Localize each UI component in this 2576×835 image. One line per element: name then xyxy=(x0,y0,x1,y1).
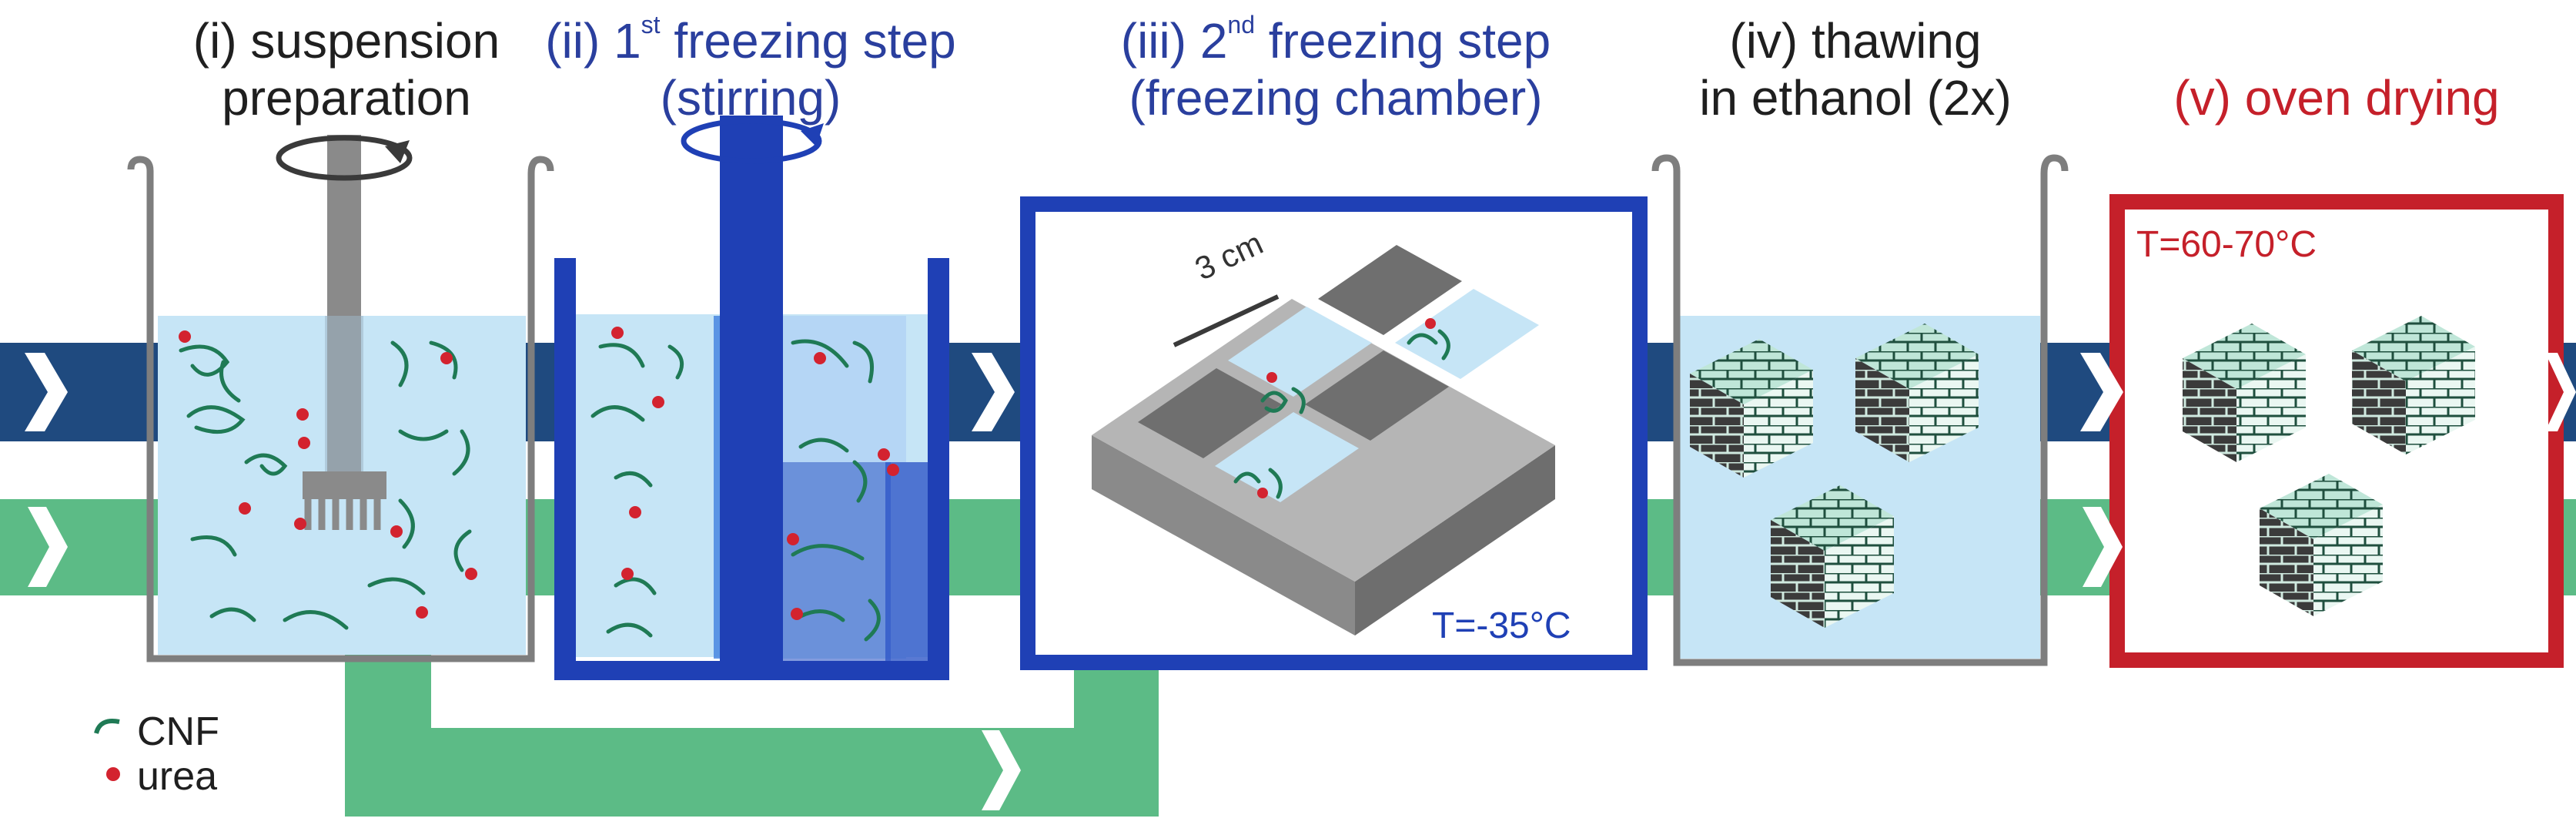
legend-cnf-label: CNF xyxy=(137,709,219,754)
blue-chevrons xyxy=(25,353,2576,431)
step5-label: (v) oven drying xyxy=(2106,69,2568,126)
freezing-temperature: T=-35°C xyxy=(1432,605,1571,646)
rotation-arrow xyxy=(681,118,822,164)
step2-ordinal-suffix: st xyxy=(641,11,661,39)
step1-label: (i) suspension preparation xyxy=(154,12,539,126)
aerogel-cube xyxy=(2260,474,2383,616)
urea-dots xyxy=(179,318,1436,620)
legend-urea-symbol xyxy=(106,767,120,781)
mold-cell xyxy=(1395,289,1539,379)
step4-roman: (iv) xyxy=(1729,13,1798,69)
step4-label: (iv) thawing in ethanol (2x) xyxy=(1632,12,2079,126)
step1-line1: suspension xyxy=(250,13,500,69)
step2-line1: freezing step xyxy=(674,13,956,69)
mold-cell xyxy=(1305,350,1449,441)
step3-line2: (freezing chamber) xyxy=(1129,70,1543,126)
drying-temperature: T=60-70°C xyxy=(2136,224,2317,265)
aerogel-cube xyxy=(2352,316,2475,454)
step3-line1: freezing step xyxy=(1268,13,1551,69)
step1-roman: (i) xyxy=(192,13,237,69)
aerogel-cube xyxy=(1855,324,1979,462)
step4-line1: thawing xyxy=(1812,13,1982,69)
step1-beaker xyxy=(127,135,554,662)
step2-line2: (stirring) xyxy=(660,70,841,126)
mold-cell xyxy=(1318,245,1462,335)
step2-ordinal: 1 xyxy=(614,13,641,69)
aerogel-cube xyxy=(1690,339,1813,478)
mold xyxy=(1092,245,1555,635)
scale-bar xyxy=(1173,294,1280,347)
legend-urea-label: urea xyxy=(137,754,218,799)
step3-roman: (iii) xyxy=(1120,13,1187,69)
step3-ordinal-suffix: nd xyxy=(1227,11,1256,39)
step2-label: (ii) 1st freezing step (stirring) xyxy=(535,12,966,126)
aerogel-cube xyxy=(1771,485,1894,628)
step3-ordinal: 2 xyxy=(1199,13,1228,69)
step4-line2: in ethanol (2x) xyxy=(1699,70,2012,126)
cnf-fibers xyxy=(179,329,1450,642)
mold-cell xyxy=(1228,307,1372,397)
legend-cnf-symbol xyxy=(94,719,120,734)
step3-freezing-chamber xyxy=(1020,196,1648,670)
step1-line2: preparation xyxy=(222,70,471,126)
green-chevrons xyxy=(28,507,2123,810)
step2-freezing-bath xyxy=(554,116,949,680)
aerogel-cube xyxy=(2183,324,2306,462)
step3-label: (iii) 2nd freezing step (freezing chambe… xyxy=(1066,12,1605,126)
step2-roman: (ii) xyxy=(545,13,601,69)
mold-cell xyxy=(1215,412,1359,502)
rotation-arrow xyxy=(276,135,413,181)
step5-roman: (v) xyxy=(2173,70,2231,126)
step5-line1: oven drying xyxy=(2244,70,2500,126)
mold-cell xyxy=(1138,368,1282,458)
